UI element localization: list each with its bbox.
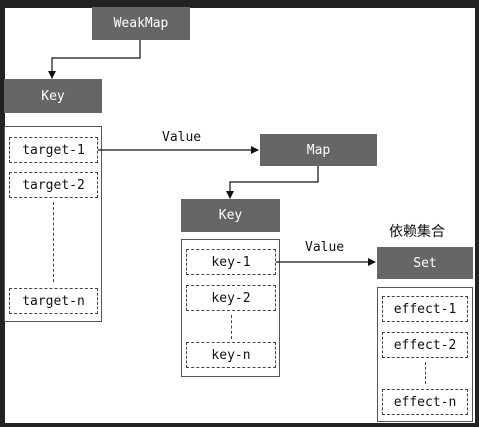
- key-ellipsis-line: [231, 315, 232, 339]
- dependency-set-caption: 依赖集合: [389, 224, 445, 240]
- weakmap-label: WeakMap: [113, 16, 169, 31]
- edge-label-key-to-set: Value: [305, 240, 345, 255]
- target-item-n-label: target-n: [22, 293, 85, 309]
- arrow-map-to-key: [226, 166, 319, 199]
- target-key-header-label: Key: [41, 88, 65, 104]
- effect-item-2-label: effect-2: [393, 337, 457, 353]
- effect-item-2: effect-2: [382, 332, 468, 358]
- effect-item-n: effect-n: [382, 389, 468, 415]
- key-item-1: key-1: [186, 249, 276, 275]
- effect-item-n-label: effect-n: [393, 394, 457, 410]
- key-item-1-label: key-1: [211, 254, 251, 270]
- target-item-1-label: target-1: [22, 142, 85, 158]
- target-item-1: target-1: [9, 137, 98, 163]
- edge-label-target-to-map: Value: [162, 130, 202, 145]
- set-node: Set: [377, 247, 473, 279]
- target-item-n: target-n: [9, 288, 98, 314]
- target-item-2-label: target-2: [22, 177, 85, 193]
- effect-item-1: effect-1: [382, 296, 468, 322]
- target-key-header: Key: [4, 79, 102, 113]
- key-item-n: key-n: [186, 342, 276, 368]
- key-key-header-label: Key: [218, 208, 243, 223]
- weakmap-node: WeakMap: [92, 7, 190, 40]
- key-item-2: key-2: [186, 285, 276, 311]
- key-item-n-label: key-n: [211, 347, 251, 363]
- key-item-2-label: key-2: [211, 290, 251, 306]
- effect-item-1-label: effect-1: [393, 301, 457, 317]
- set-label: Set: [413, 255, 437, 271]
- target-ellipsis-line: [53, 202, 54, 282]
- target-item-2: target-2: [9, 172, 98, 198]
- effect-ellipsis-line: [425, 362, 426, 384]
- key-key-header: Key: [181, 199, 280, 232]
- arrow-weakmap-to-key: [48, 40, 141, 79]
- map-node: Map: [260, 134, 377, 166]
- map-label: Map: [306, 142, 331, 158]
